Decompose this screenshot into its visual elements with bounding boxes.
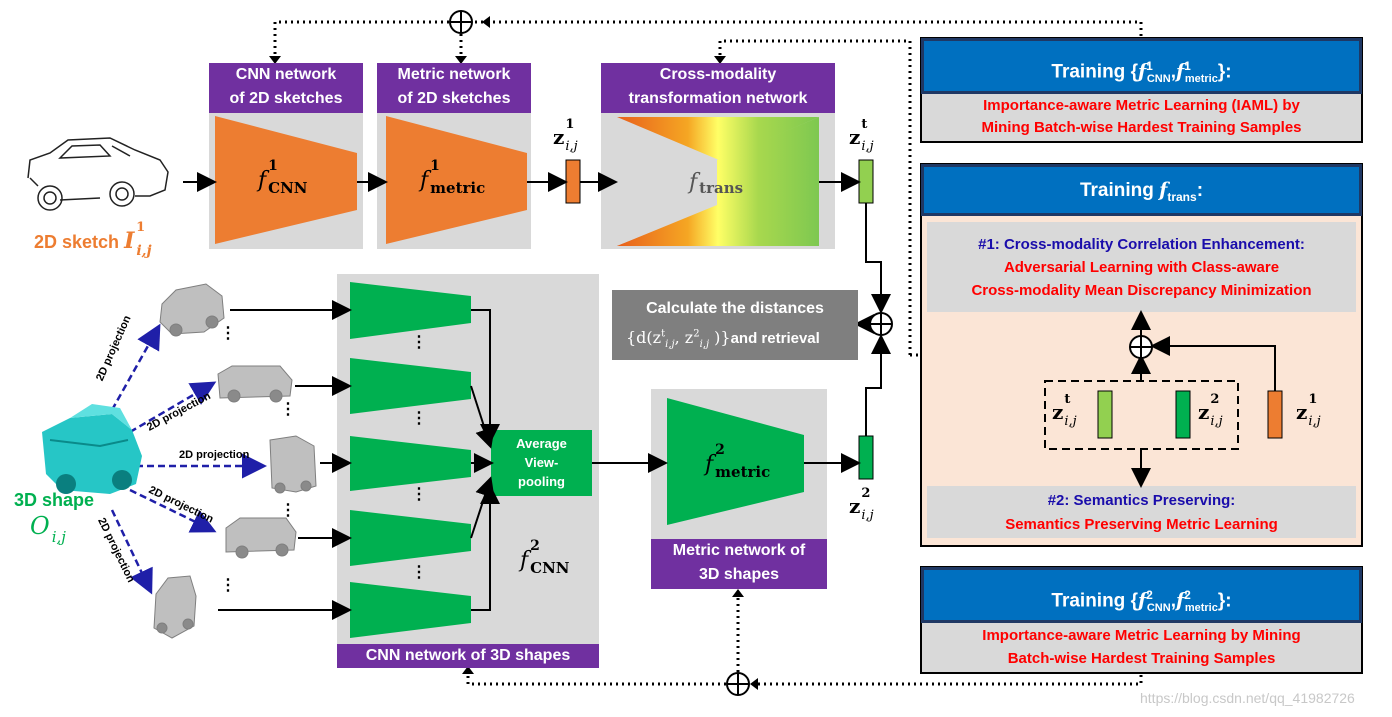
avgpool-box xyxy=(491,430,592,496)
distance-label-line2: {d(zti,j, z2i,j )}and retrieval xyxy=(626,328,820,351)
cnn3d-title: CNN network of 3D shapes xyxy=(337,644,599,668)
distance-box xyxy=(612,290,858,360)
ellipsis-8: ⋮ xyxy=(411,564,427,581)
ellipsis-6: ⋮ xyxy=(411,410,427,427)
trans-shape xyxy=(617,117,819,246)
sketch-car-image xyxy=(27,137,169,211)
ellipsis-7: ⋮ xyxy=(411,486,427,503)
view-cnn-1 xyxy=(350,282,471,339)
view-cnn-3 xyxy=(350,436,471,491)
panel2-header: Training ftrans: xyxy=(921,164,1362,216)
zt-bar xyxy=(858,159,874,204)
view-cnn-5 xyxy=(350,582,471,638)
metric3d-trapezoid xyxy=(667,398,804,525)
panel2-item2: #2: Semantics Preserving: Semantics Pres… xyxy=(1005,492,1278,533)
sum-node-bottom xyxy=(726,672,750,696)
watermark: https://blog.csdn.net/qq_41982726 xyxy=(1140,690,1355,706)
teal-car-image xyxy=(42,404,142,494)
projected-car-5 xyxy=(153,575,197,639)
panel2-item2-bg xyxy=(927,486,1356,538)
projected-car-1 xyxy=(159,283,225,337)
panel1-text: Importance-aware Metric Learning (IAML) … xyxy=(981,97,1302,136)
projection-label-3: 2D projection xyxy=(179,449,250,461)
ellipsis-4: ⋮ xyxy=(220,577,236,594)
ellipsis-2: ⋮ xyxy=(280,401,296,418)
panel2-item1: #1: Cross-modality Correlation Enhanceme… xyxy=(971,236,1312,299)
panel2-item1-bg xyxy=(927,222,1356,312)
panel3-text: Importance-aware Metric Learning by Mini… xyxy=(982,627,1301,667)
ellipsis-3: ⋮ xyxy=(280,502,296,519)
z1-bar xyxy=(565,159,581,204)
sum-node-top xyxy=(449,10,473,34)
z2-bar xyxy=(858,435,874,480)
projected-car-2 xyxy=(217,365,293,403)
sum-node-panel2 xyxy=(1129,335,1153,359)
cnn2d-trapezoid xyxy=(215,116,357,244)
sum-node-center xyxy=(869,312,893,336)
view-cnn-4 xyxy=(350,510,471,566)
bottom-feedback-loop xyxy=(466,595,1143,686)
ellipsis-5: ⋮ xyxy=(411,334,427,351)
projected-car-4 xyxy=(225,517,297,559)
panel1-header: Training {f1CNN,f1metric}: xyxy=(921,38,1362,94)
view-cnn-2 xyxy=(350,358,471,414)
metric2d-trapezoid xyxy=(386,116,527,244)
projected-car-3 xyxy=(269,435,317,494)
ellipsis-1: ⋮ xyxy=(220,325,236,342)
distance-label-line1: Calculate the distances xyxy=(646,300,824,317)
shape-label: 3D shape xyxy=(14,490,95,510)
panel3-header: Training {f2CNN,f2metric}: xyxy=(921,567,1362,623)
